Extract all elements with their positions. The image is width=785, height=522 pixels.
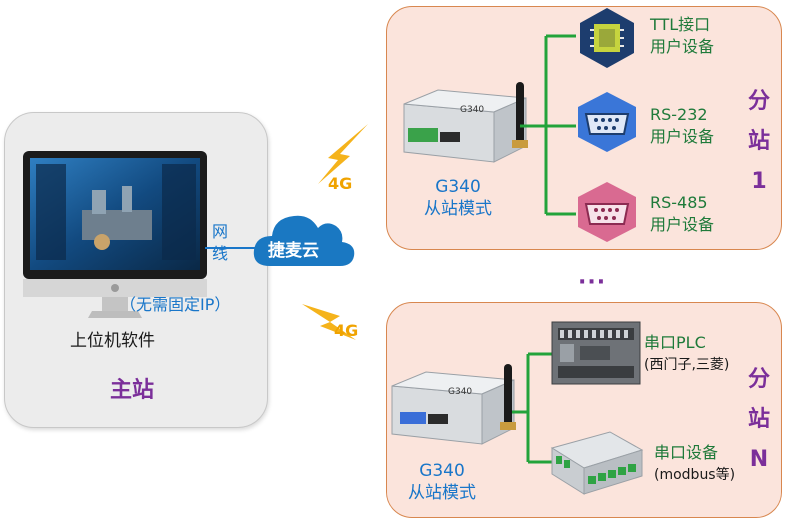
device-plc-label: 串口PLC (西门子,三菱) <box>644 332 729 376</box>
station-n-title-2: 站 <box>747 407 770 432</box>
chip-icon <box>580 8 634 68</box>
lightning-bolt-top-icon <box>318 124 368 184</box>
gateway-1-line-2: 从站模式 <box>424 199 492 219</box>
main-station-title: 主站 <box>110 378 155 403</box>
link-4g-top: 4G <box>328 174 353 193</box>
ellipsis: ··· <box>578 270 607 295</box>
station-n-connector-lines <box>512 352 558 464</box>
device-plc-line-2: (西门子,三菱) <box>644 357 730 373</box>
gateway-n-line-2: 从站模式 <box>408 483 476 503</box>
plc-icon <box>551 321 641 385</box>
station-1-title-2: 站 <box>747 129 770 154</box>
device-serial-label: 串口设备 (modbus等) <box>654 442 735 486</box>
link-4g-bottom: 4G <box>334 321 359 340</box>
device-ttl-line-2: 用户设备 <box>650 37 715 56</box>
cable-line <box>205 247 265 249</box>
rs485-connector-icon <box>578 182 636 242</box>
gateway-device-n-icon: G340 <box>391 364 516 445</box>
ip-note: （无需固定IP） <box>120 295 231 314</box>
lightning-bolt-bottom-icon <box>302 304 356 340</box>
device-rs485-label: RS-485 用户设备 <box>650 192 714 236</box>
device-rs232-label: RS-232 用户设备 <box>650 104 714 148</box>
station-n-title-1: 分 <box>747 367 770 392</box>
gateway-device-1-icon: G340 <box>403 82 528 163</box>
device-rs485-line-2: 用户设备 <box>650 215 715 234</box>
gateway-1-label: G340 从站模式 <box>418 176 498 220</box>
cable-label-1: 网 <box>211 222 228 241</box>
io-module-icon <box>550 431 644 495</box>
gateway-n-model: G340 <box>448 387 472 397</box>
gateway-1-line-1: G340 <box>435 177 481 197</box>
station-n-title-3: N <box>749 447 769 472</box>
station-1-title: 分 站 1 <box>744 82 774 202</box>
station-1-title-1: 分 <box>747 89 770 114</box>
device-ttl-label: TTL接口 用户设备 <box>650 14 714 58</box>
gateway-n-line-1: G340 <box>419 461 465 481</box>
station-n-title: 分 站 N <box>744 360 774 480</box>
software-label: 上位机软件 <box>70 331 155 351</box>
rs232-connector-icon <box>578 92 636 152</box>
device-serial-line-2: (modbus等) <box>654 467 736 483</box>
gateway-n-label: G340 从站模式 <box>402 460 482 504</box>
device-plc-line-1: 串口PLC <box>644 333 706 352</box>
device-serial-line-1: 串口设备 <box>654 443 719 462</box>
cloud-label: 捷麦云 <box>268 241 319 261</box>
device-rs232-line-1: RS-232 <box>650 105 708 124</box>
station-1-connector-lines <box>520 34 576 216</box>
device-ttl-line-1: TTL接口 <box>650 15 711 34</box>
monitor-icon <box>23 151 207 318</box>
device-rs232-line-2: 用户设备 <box>650 127 715 146</box>
cloud-icon <box>253 215 355 266</box>
station-1-title-3: 1 <box>751 169 767 194</box>
gateway-1-model: G340 <box>460 105 484 115</box>
device-rs485-line-1: RS-485 <box>650 193 708 212</box>
